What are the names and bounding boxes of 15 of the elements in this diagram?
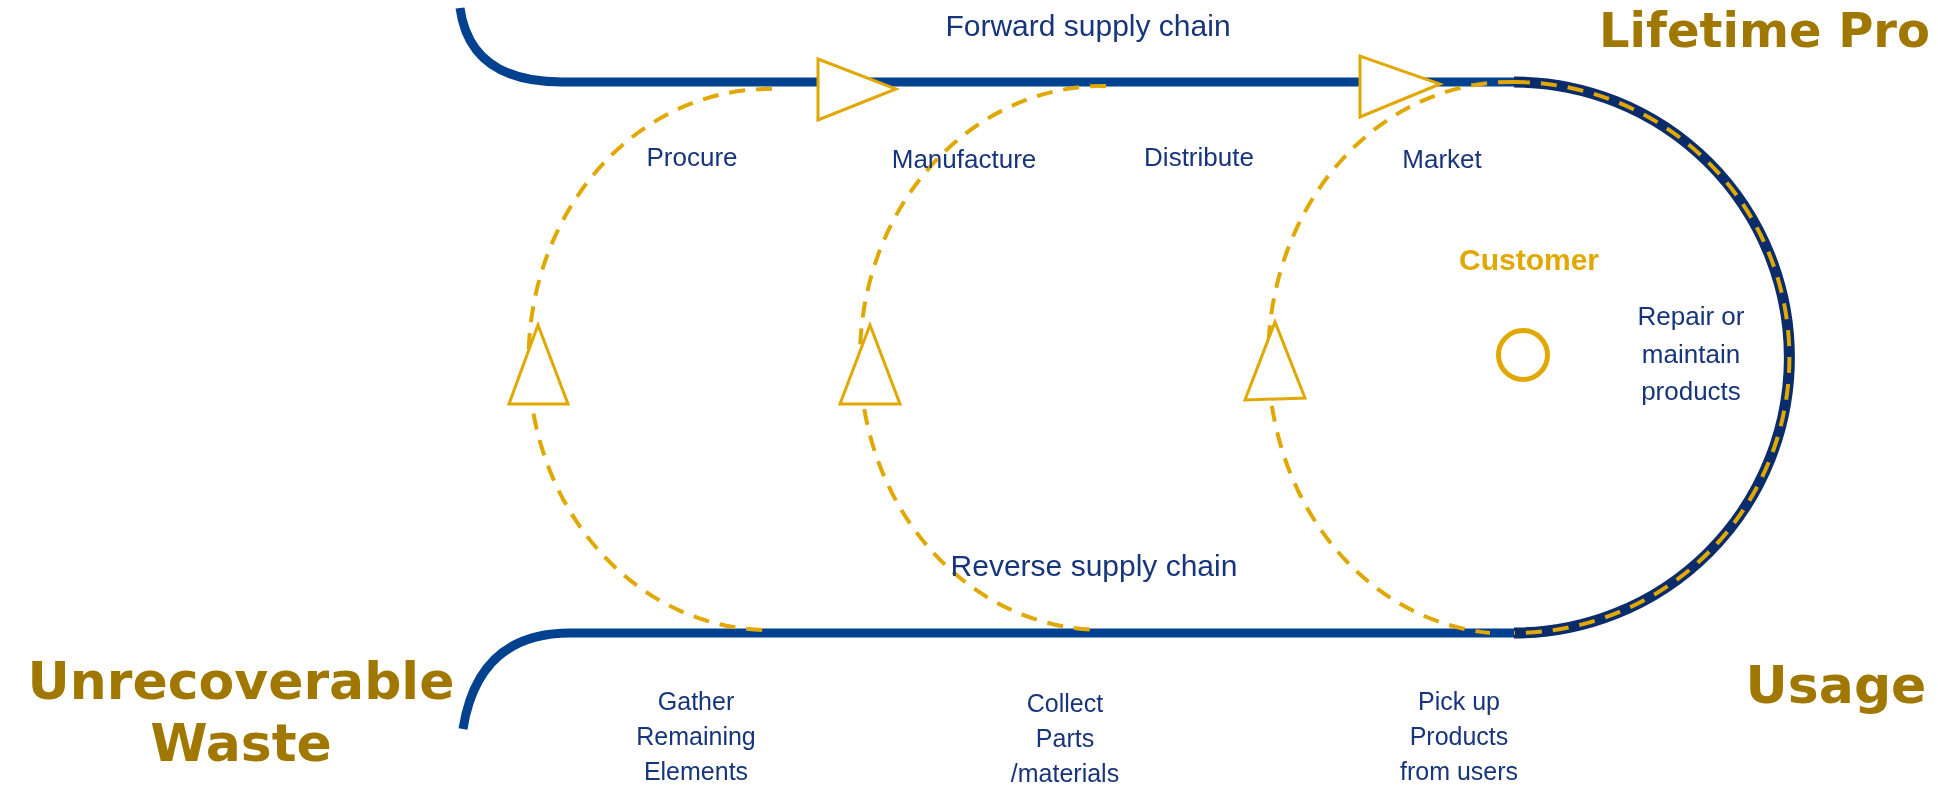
step-label: Repair or maintain products: [1636, 300, 1746, 409]
stage-title: Unrecoverable Waste: [26, 649, 456, 775]
stage-title: Usage: [1745, 653, 1927, 717]
step-label: Gather Remaining Elements: [635, 685, 757, 787]
step-label: Distribute: [1144, 142, 1254, 174]
step-label: Manufacture: [891, 144, 1037, 176]
step-label: Pick up Products from users: [1398, 685, 1520, 787]
step-label: Collect Parts /materials: [1009, 687, 1121, 789]
step-label: Market: [1402, 144, 1482, 176]
stage-title: Lifetime Pro: [1599, 3, 1930, 57]
circle-marker: [1496, 328, 1550, 382]
flow-label: Forward supply chain: [945, 8, 1231, 44]
flow-label: Reverse supply chain: [950, 548, 1238, 584]
step-label: Procure: [646, 142, 738, 174]
node-caption: Customer: [1459, 243, 1599, 277]
